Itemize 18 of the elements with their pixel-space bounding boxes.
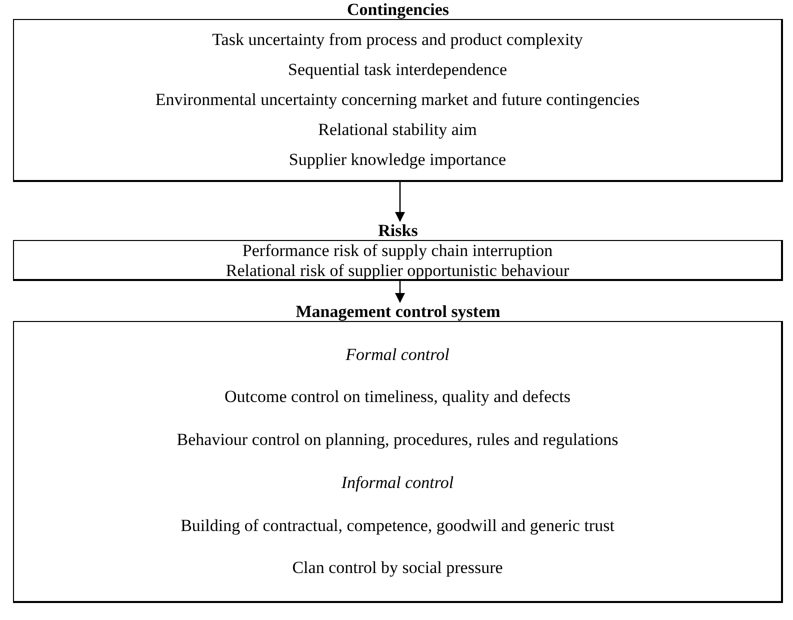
box-heading: Risks bbox=[378, 222, 418, 240]
box-text: Behaviour control on planning, procedures, rules and regulations bbox=[176, 430, 618, 450]
box-text: Sequential task interdependence bbox=[288, 60, 508, 80]
box-text: Task uncertainty from process and product complexity bbox=[212, 30, 583, 50]
box-text: Relational risk of supplier opportunistic behaviour bbox=[226, 261, 570, 281]
box-text: Relational stability aim bbox=[318, 120, 477, 140]
box-text: Outcome control on timeliness, quality and defects bbox=[224, 387, 571, 408]
box-text: Building of contractual, competence, goodwill and generic trust bbox=[180, 516, 614, 536]
arrow bbox=[395, 281, 405, 303]
box-text: Environmental uncertainty concerning market and future contingencies bbox=[155, 90, 640, 110]
box-text: Formal control bbox=[346, 344, 450, 365]
box-text: Supplier knowledge importance bbox=[288, 150, 506, 170]
box-text: Performance risk of supply chain interruption bbox=[242, 241, 553, 261]
box-text: Clan control by social pressure bbox=[292, 558, 503, 578]
box-heading: Contingencies bbox=[347, 1, 449, 19]
arrow bbox=[395, 182, 405, 222]
box-heading: Management control system bbox=[296, 303, 500, 321]
box-text: Informal control bbox=[341, 472, 454, 493]
